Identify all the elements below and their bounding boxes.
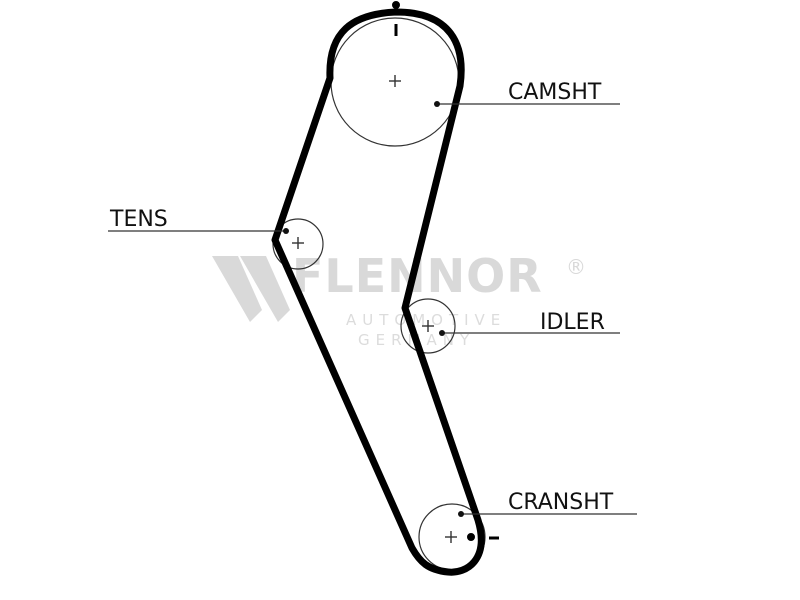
watermark-logo-mark-2 xyxy=(240,256,290,322)
camshaft-leader xyxy=(434,101,620,107)
leader-lines xyxy=(108,101,637,517)
crankshaft-center-cross xyxy=(445,531,457,543)
tensioner-center-cross xyxy=(292,237,304,249)
idler-label: IDLER xyxy=(540,310,605,335)
crankshaft-label: CRANSHT xyxy=(508,490,614,515)
camshaft-label: CAMSHT xyxy=(508,80,602,105)
watermark-logo-mark xyxy=(212,256,262,322)
camshaft-timing-dot xyxy=(392,1,400,9)
brand-watermark: FLENNOR ® AUTOMOTIVE GERMANY xyxy=(212,249,586,349)
center-marks xyxy=(292,75,457,543)
camshaft-center-cross xyxy=(389,75,401,87)
watermark-line1: AUTOMOTIVE xyxy=(346,311,506,329)
idler-center-cross xyxy=(422,320,434,332)
tensioner-leader xyxy=(108,228,289,234)
timing-belt xyxy=(271,8,485,576)
crankshaft-leader xyxy=(458,511,637,517)
timing-marks xyxy=(392,1,499,541)
idler-pulley xyxy=(400,298,456,354)
watermark-registered-mark: ® xyxy=(566,255,586,279)
idler-leader xyxy=(439,330,620,336)
tensioner-label: TENS xyxy=(109,207,168,232)
crankshaft-timing-dot xyxy=(467,533,475,541)
labels: CAMSHT TENS IDLER CRANSHT xyxy=(109,80,614,515)
